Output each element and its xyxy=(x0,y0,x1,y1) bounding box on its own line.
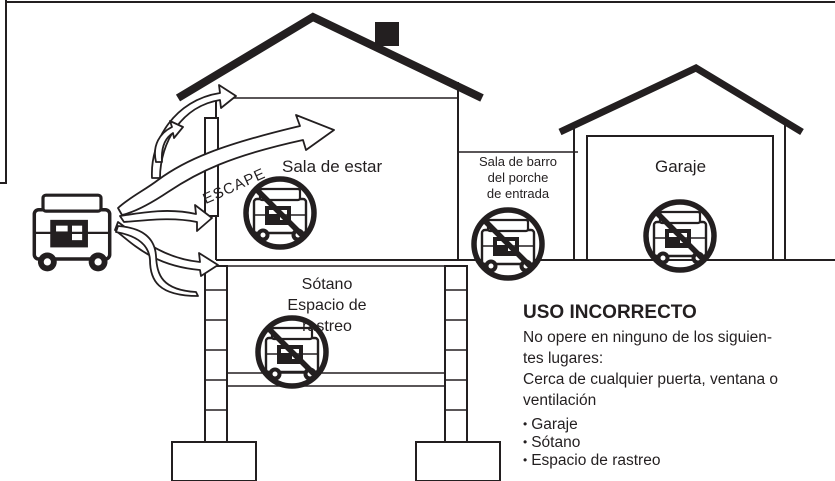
mudroom-label-line: de entrada xyxy=(486,186,550,201)
mudroom-label-line: del porche xyxy=(487,170,549,185)
basement-label: Sótano Espacio de rastreo xyxy=(272,274,382,337)
warning-location-item: Espacio de rastreo xyxy=(523,452,823,470)
warning-text-line: tes lugares: xyxy=(523,350,604,367)
warning-text: No opere en ninguno de los siguien- tes … xyxy=(523,327,823,411)
warning-text-line: Cerca de cualquier puerta, ventana o xyxy=(523,371,779,388)
basement-label-line: rastreo xyxy=(302,318,352,335)
warning-title: USO INCORRECTO xyxy=(523,302,697,323)
prohibited-generator-icon xyxy=(474,210,542,278)
warning-location-item: Sótano xyxy=(523,434,823,452)
mudroom-label-line: Sala de barro xyxy=(478,154,558,169)
exhaust-flow-arrow-icon xyxy=(114,84,335,297)
basement-label-line: Espacio de xyxy=(287,297,367,314)
living-room-label: Sala de estar xyxy=(282,157,383,176)
misuse-warning: USO INCORRECTO No opere en ninguno de lo… xyxy=(523,302,823,470)
portable-generator-icon xyxy=(32,193,112,274)
garage-label: Garaje xyxy=(655,157,707,176)
warning-text-line: No opere en ninguno de los siguien- xyxy=(523,329,773,346)
warning-text-line: ventilación xyxy=(523,392,597,409)
basement-label-line: Sótano xyxy=(301,276,353,293)
warning-location-list: Garaje Sótano Espacio de rastreo xyxy=(523,416,823,470)
mudroom-label: Sala de barro del porche de entrada xyxy=(461,154,575,202)
prohibited-generator-icon xyxy=(246,179,314,247)
warning-location-item: Garaje xyxy=(523,416,823,434)
